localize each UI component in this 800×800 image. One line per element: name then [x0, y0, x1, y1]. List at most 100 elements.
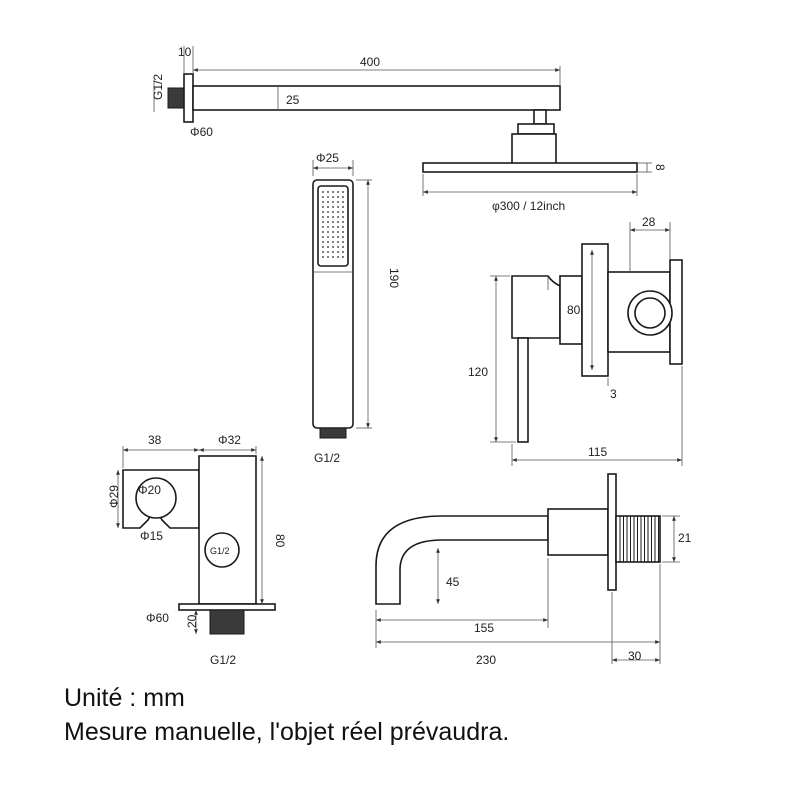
nozzle-dot [327, 221, 329, 223]
nozzle-dot [337, 211, 339, 213]
nozzle-dot [327, 241, 329, 243]
holder-body-diameter: Φ32 [218, 433, 241, 447]
nozzle-dot [342, 206, 344, 208]
nozzle-dot [322, 251, 324, 253]
holder-cradle: Φ29 [107, 485, 121, 508]
nozzle-dot [342, 231, 344, 233]
wall-spout [375, 473, 680, 664]
nozzle-dot [342, 191, 344, 193]
mixer-lever-height: 120 [468, 365, 488, 379]
nozzle-dot [342, 196, 344, 198]
holder-hole: Φ20 [138, 483, 161, 497]
spout-reach: 155 [474, 621, 494, 635]
spout-total: 230 [476, 653, 496, 667]
handshower-thread: G1/2 [314, 451, 340, 465]
holder-outlet [116, 446, 276, 635]
nozzle-dot [322, 231, 324, 233]
nozzle-dot [337, 251, 339, 253]
holder-stub: 20 [185, 614, 199, 628]
nozzle-dot [342, 226, 344, 228]
nozzle-dot [327, 216, 329, 218]
nozzle-dot [342, 211, 344, 213]
shower-head [422, 162, 652, 196]
nozzle-dot [332, 191, 334, 193]
arm-height: 25 [286, 93, 300, 107]
nozzle-dot [337, 231, 339, 233]
hand-shower [312, 160, 372, 439]
holder-height: 80 [273, 534, 287, 548]
nozzle-dot [337, 191, 339, 193]
mixer-depth: 115 [588, 445, 607, 459]
nozzle-dot [337, 206, 339, 208]
spout-thread-length: 30 [628, 649, 642, 663]
holder-thread: G1/2 [210, 653, 236, 667]
holder-flange: Φ60 [146, 611, 169, 625]
nozzle-dot [327, 256, 329, 258]
arm-thread: G1/2 [151, 74, 165, 100]
nozzle-dot [332, 241, 334, 243]
nozzle-dot [327, 206, 329, 208]
handshower-length: 190 [387, 268, 401, 288]
nozzle-dot [327, 231, 329, 233]
nozzle-dot [337, 196, 339, 198]
nozzle-dot [327, 226, 329, 228]
nozzle-dot [332, 246, 334, 248]
nozzle-dot [327, 251, 329, 253]
mixer-plate-height: 80 [567, 303, 581, 317]
spout-pipe: 21 [678, 531, 692, 545]
nozzle-dot [337, 226, 339, 228]
nozzle-dot [342, 251, 344, 253]
nozzle-dot [332, 206, 334, 208]
holder-width: 38 [148, 433, 162, 447]
head-diameter: φ300 / 12inch [492, 199, 565, 213]
nozzle-dot [322, 236, 324, 238]
nozzle-dot [332, 216, 334, 218]
nozzle-dot [327, 246, 329, 248]
nozzle-dot [337, 201, 339, 203]
mixer-gap: 3 [610, 387, 617, 401]
nozzle-dot [332, 196, 334, 198]
nozzle-dot [337, 241, 339, 243]
nozzle-dot [342, 241, 344, 243]
nozzle-dot [327, 236, 329, 238]
nozzle-dot [322, 211, 324, 213]
nozzle-dot [322, 206, 324, 208]
arm-flange-diameter: Φ60 [190, 125, 213, 139]
arm-length: 400 [360, 55, 380, 69]
nozzle-dot [342, 216, 344, 218]
nozzle-dot [337, 221, 339, 223]
nozzle-dot [332, 226, 334, 228]
nozzle-dot [332, 221, 334, 223]
disclaimer-note: Mesure manuelle, l'objet réel prévaudra. [64, 718, 510, 746]
nozzle-dot [322, 246, 324, 248]
nozzle-dot [322, 216, 324, 218]
head-thickness: 8 [653, 164, 667, 171]
nozzle-dot [332, 251, 334, 253]
nozzle-dot [327, 211, 329, 213]
holder-outlet-thread: G1/2 [210, 546, 230, 556]
spout-drop: 45 [446, 575, 460, 589]
nozzle-dot [342, 221, 344, 223]
nozzle-dot [327, 191, 329, 193]
nozzle-dot [342, 256, 344, 258]
nozzle-dot [332, 201, 334, 203]
nozzle-dot [337, 236, 339, 238]
nozzle-dot [322, 256, 324, 258]
shower-arm [153, 46, 561, 165]
handshower-diameter: Φ25 [316, 151, 339, 165]
nozzle-dot [327, 196, 329, 198]
nozzle-dot [337, 246, 339, 248]
wall-mixer [490, 222, 683, 466]
arm-flange-thickness: 10 [178, 45, 192, 59]
nozzle-dot [337, 256, 339, 258]
nozzle-dot [322, 221, 324, 223]
nozzle-dot [342, 246, 344, 248]
nozzle-dot [327, 201, 329, 203]
nozzle-dot [332, 231, 334, 233]
nozzle-dot [322, 241, 324, 243]
holder-slot: Φ15 [140, 529, 163, 543]
nozzle-dot [332, 211, 334, 213]
mixer-width: 28 [642, 215, 656, 229]
nozzle-dot [322, 196, 324, 198]
nozzle-dot [337, 216, 339, 218]
